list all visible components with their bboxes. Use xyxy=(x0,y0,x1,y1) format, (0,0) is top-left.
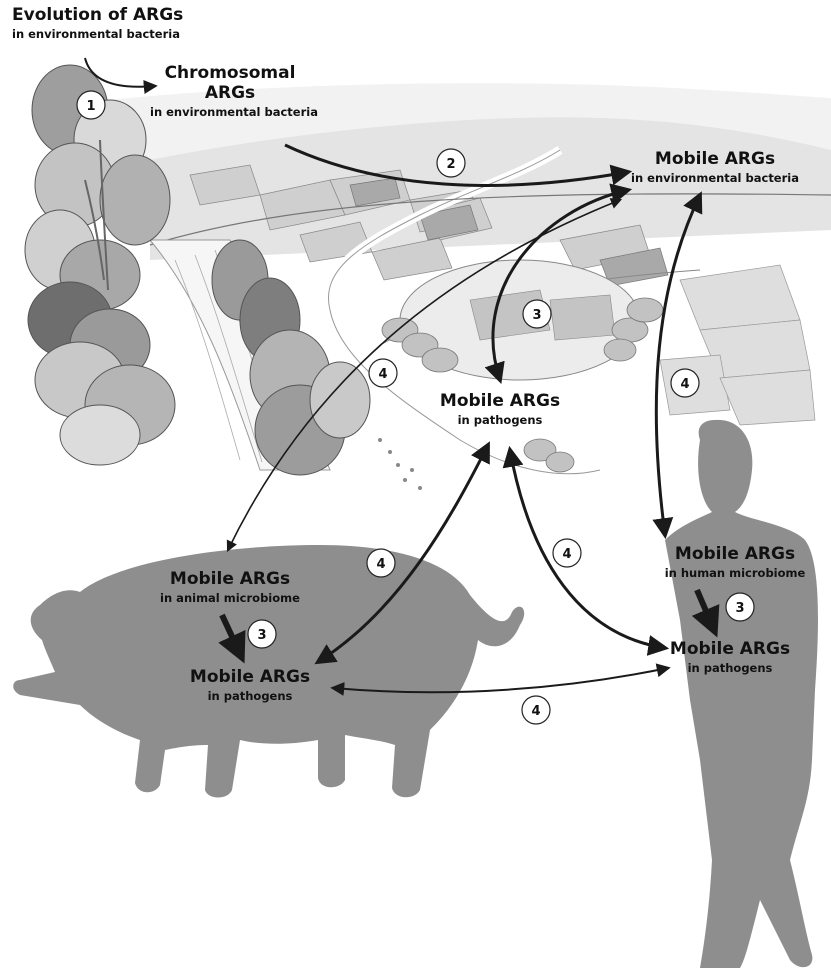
svg-text:3: 3 xyxy=(735,601,744,616)
arrows xyxy=(84,57,720,696)
svg-text:4: 4 xyxy=(562,547,571,562)
node-main-label: Mobile ARGs xyxy=(169,569,291,589)
svg-text:3: 3 xyxy=(257,628,266,643)
arrow-4-animal-human xyxy=(330,663,671,696)
node-sub-label: in pathogens xyxy=(457,412,543,427)
arrow-3-human xyxy=(691,588,720,638)
svg-text:4: 4 xyxy=(531,704,540,719)
node-sub-label: in environmental bacteria xyxy=(631,170,799,185)
node-sub-label: in pathogens xyxy=(207,688,293,703)
step-badge: 4 xyxy=(368,358,398,388)
arrow-1 xyxy=(84,57,158,94)
step-badge: 4 xyxy=(521,695,551,725)
node-main-label-line2: ARGs xyxy=(204,82,256,103)
step-badge: 4 xyxy=(552,538,582,568)
node-main-label: Mobile ARGs xyxy=(674,544,796,564)
step-badges: 1 2 3 4 4 3 4 4 3 4 xyxy=(76,90,755,725)
node-sub-label: in pathogens xyxy=(687,660,773,675)
node-sub-label: in animal microbiome xyxy=(160,590,300,605)
node-env-pathogens: Mobile ARGs in pathogens xyxy=(430,391,570,427)
node-animal-microbiome: Mobile ARGs in animal microbiome xyxy=(150,569,310,605)
step-badge: 3 xyxy=(725,592,755,622)
title-main: Evolution of ARGs xyxy=(12,5,184,25)
arrow-2 xyxy=(284,143,633,187)
step-badge: 3 xyxy=(522,299,552,329)
node-main-label: Mobile ARGs xyxy=(654,149,776,169)
node-main-label: Chromosomal xyxy=(164,63,296,83)
svg-text:3: 3 xyxy=(532,308,541,323)
node-animal-pathogens: Mobile ARGs in pathogens xyxy=(180,667,320,703)
human-silhouette xyxy=(665,419,818,969)
node-sub-label: in human microbiome xyxy=(664,565,806,580)
step-badge: 4 xyxy=(366,548,396,578)
node-human-microbiome: Mobile ARGs in human microbiome xyxy=(660,544,810,580)
arrow-3-animal xyxy=(218,613,246,664)
svg-text:2: 2 xyxy=(446,157,455,172)
arrow-4-env-animal-pathogens xyxy=(314,441,490,665)
arrow-4-env-human-pathogens xyxy=(502,445,670,656)
arrow-4-env-animal xyxy=(226,198,623,553)
svg-text:4: 4 xyxy=(378,367,387,382)
node-env-mobile-args: Mobile ARGs in environmental bacteria xyxy=(620,149,810,185)
diagram-title: Evolution of ARGs in environmental bacte… xyxy=(12,5,184,41)
step-badge: 4 xyxy=(670,368,700,398)
svg-text:1: 1 xyxy=(86,99,95,114)
node-main-label: Mobile ARGs xyxy=(439,391,561,411)
title-sub: in environmental bacteria xyxy=(12,26,180,41)
node-main-label: Mobile ARGs xyxy=(669,639,791,659)
step-badge: 2 xyxy=(436,148,466,178)
node-chromosomal-args: Chromosomal ARGs in environmental bacter… xyxy=(150,63,318,120)
node-main-label: Mobile ARGs xyxy=(189,667,311,687)
step-badge: 3 xyxy=(247,619,277,649)
step-badge: 1 xyxy=(76,90,106,120)
svg-text:4: 4 xyxy=(376,557,385,572)
node-sub-label: in environmental bacteria xyxy=(150,105,318,120)
svg-text:4: 4 xyxy=(680,377,689,392)
node-human-pathogens: Mobile ARGs in pathogens xyxy=(660,639,800,675)
